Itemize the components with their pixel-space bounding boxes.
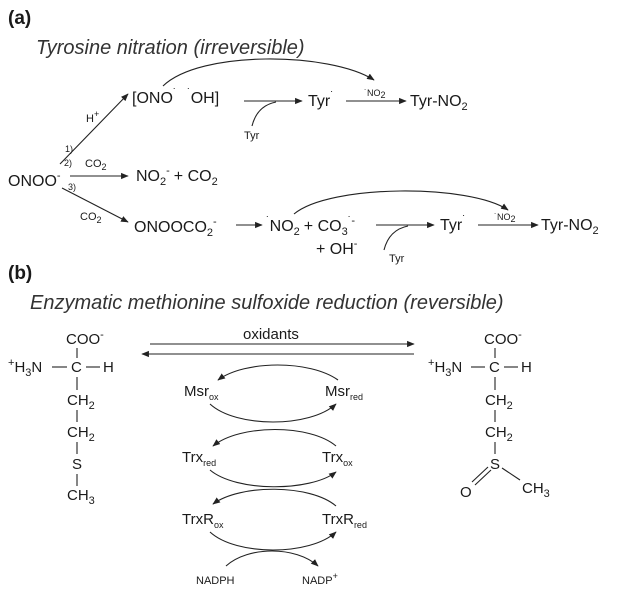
met-alpha-h: H [103, 359, 114, 376]
cycle-arrow-trxr-bottom [209, 531, 337, 551]
step-1-label: 1) [65, 144, 73, 154]
nitrotyrosine-product-2: Tyr-NO2 [541, 217, 599, 237]
hydroxide: + OH- [316, 238, 358, 258]
trxr-reduced: TrxRred [322, 511, 367, 530]
metso-alpha-h: H [521, 359, 532, 376]
cycle-arrow-trxr-top [212, 488, 337, 507]
metso-carboxylate: COO- [484, 329, 522, 348]
step-2-reagent: CO2 [85, 158, 107, 172]
methionine-structure: COO- +H3N C H CH2 CH2 S CH3 [8, 329, 114, 507]
panel-a-label: (a) [8, 8, 31, 29]
step-1-reagent: H+ [86, 109, 99, 125]
metso-alpha-carbon: C [489, 359, 500, 376]
cycle-arrow-trx-bottom [209, 469, 337, 488]
panel-b-label: (b) [8, 263, 32, 284]
met-alpha-carbon: C [71, 359, 82, 376]
cycle-arrow-trx-top [212, 428, 337, 447]
peroxynitrite-start: ONOO- [8, 170, 61, 190]
msr-oxidized: Msrox [184, 383, 219, 402]
met-amino-group: +H3N [8, 357, 42, 379]
met-ch2-1: CH2 [67, 392, 95, 412]
cycle-arrow-msr-bottom [209, 403, 337, 423]
trx-reduced: Trxred [182, 449, 216, 468]
nitrotyrosine-product-1: Tyr-NO2 [410, 93, 468, 113]
trx-oxidized: Trxox [322, 449, 353, 468]
trxr-oxidized: TrxRox [182, 511, 224, 530]
met-carboxylate: COO- [66, 329, 104, 348]
nadp-label: NADP+ [302, 571, 338, 587]
nitrosoperoxycarbonate: ONOOCO2- [134, 216, 217, 239]
oxidants-label: oxidants [243, 326, 299, 343]
met-ch2-2: CH2 [67, 424, 95, 444]
step-3-label: 3) [68, 182, 76, 192]
metso-methyl: CH3 [522, 480, 550, 500]
metso-ch2-1: CH2 [485, 392, 513, 412]
no2-label-2: ˙NO2 [494, 212, 516, 224]
arrow-branch-3 [61, 187, 129, 223]
cycle-arrow-msr-top [217, 364, 339, 381]
metso-oxygen: O [460, 484, 472, 501]
msr-reduced: Msrred [325, 383, 363, 402]
metso-ch2-2: CH2 [485, 424, 513, 444]
nitrite-product: NO2-+ CO2 [136, 165, 218, 188]
arrow-branch-1 [59, 93, 129, 165]
tyr-input-curve-1 [251, 101, 277, 127]
arc-arrow-bottom [293, 190, 509, 215]
metso-amino-group: +H3N [428, 357, 462, 379]
nitrogen-dioxide-radical: ˙NO2+ CO3˙- [266, 215, 355, 238]
tyr-input-curve-2 [383, 225, 409, 251]
tyrosyl-radical-2: Tyr˙ [440, 214, 466, 234]
met-methyl: CH3 [67, 487, 95, 507]
tyr-reagent-1: Tyr [244, 130, 260, 142]
panel-a-title: Tyrosine nitration (irreversible) [36, 37, 305, 59]
tyr-reagent-2: Tyr [389, 253, 405, 265]
methionine-sulfoxide-structure: COO- +H3N C H CH2 CH2 S O CH3 [428, 329, 550, 501]
panel-b-title: Enzymatic methionine sulfoxide reduction… [30, 292, 504, 314]
step-3-reagent: CO2 [80, 211, 102, 225]
metso-sulfur: S [490, 456, 500, 473]
step-2-label: 2) [64, 158, 72, 168]
met-sulfur: S [72, 456, 82, 473]
peroxynitrous-acid-radicals: [ONO˙ ˙OH] [132, 87, 219, 107]
nadph-label: NADPH [196, 575, 235, 587]
arc-arrow-top [162, 58, 375, 87]
cycle-arrow-nadph [225, 550, 319, 567]
tyrosyl-radical-1: Tyr˙ [308, 90, 334, 110]
no2-label-1: ˙NO2 [364, 88, 386, 100]
